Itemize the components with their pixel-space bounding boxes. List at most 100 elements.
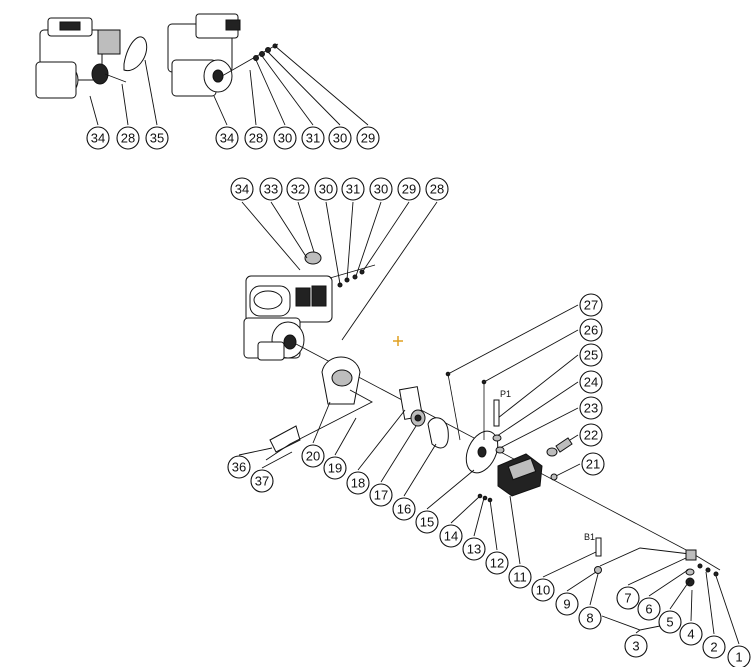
balloon-label: 30 <box>374 182 388 197</box>
balloon-label: 30 <box>319 182 333 197</box>
balloon-label: 5 <box>666 615 673 630</box>
balloon-circle <box>637 597 661 621</box>
balloon-label: 35 <box>150 131 164 146</box>
balloon-32: 32 <box>286 177 310 201</box>
balloon-22: 22 <box>579 423 603 447</box>
balloon-circle <box>702 635 726 659</box>
balloon-label: 37 <box>255 474 269 489</box>
balloon-label: 30 <box>333 131 347 146</box>
balloon-28: 28 <box>244 126 268 150</box>
balloon-circle <box>578 606 602 630</box>
balloon-2: 2 <box>702 635 726 659</box>
balloon-circle <box>425 177 449 201</box>
balloon-label: 29 <box>402 182 416 197</box>
pin-p1: P1 <box>493 389 511 427</box>
balloon-30: 30 <box>314 177 338 201</box>
balloon-label: 19 <box>328 461 342 476</box>
balloon-19: 19 <box>323 456 347 480</box>
balloon-label: 24 <box>584 375 598 390</box>
pin-b1: B1 <box>584 532 602 557</box>
balloon-circle <box>346 471 370 495</box>
balloon-30: 30 <box>328 126 352 150</box>
balloon-circle <box>579 396 603 420</box>
balloon-26: 26 <box>579 318 603 342</box>
balloon-label: 12 <box>490 556 504 571</box>
belt-guard-20 <box>321 356 361 405</box>
balloon-circle <box>227 455 251 479</box>
balloon-label: 31 <box>306 131 320 146</box>
base-plate-36-37 <box>265 389 373 461</box>
top-engine-2 <box>167 13 279 97</box>
balloon-27: 27 <box>579 293 603 317</box>
balloon-label: 11 <box>513 570 527 585</box>
balloon-label: 14 <box>444 529 458 544</box>
balloon-label: 7 <box>624 591 631 606</box>
balloon-label: 17 <box>374 488 388 503</box>
balloon-circle <box>215 126 239 150</box>
balloon-label: 10 <box>536 583 550 598</box>
balloon-label: 15 <box>420 515 434 530</box>
pulley-17 <box>410 409 426 427</box>
balloon-label: 29 <box>361 131 375 146</box>
balloon-circle <box>250 469 274 493</box>
balloon-7: 7 <box>616 586 640 610</box>
balloon-label: 2 <box>710 640 717 655</box>
balloon-label: 34 <box>235 182 249 197</box>
balloon-3: 3 <box>624 634 648 658</box>
balloon-circle <box>579 343 603 367</box>
balloon-20: 20 <box>301 444 325 468</box>
balloon-circle <box>259 177 283 201</box>
balloon-24: 24 <box>579 370 603 394</box>
balloon-8: 8 <box>578 606 602 630</box>
balloon-circle <box>462 537 486 561</box>
balloon-15: 15 <box>415 510 439 534</box>
balloon-label: 6 <box>645 602 652 617</box>
balloon-label: 18 <box>351 476 365 491</box>
balloon-circle <box>485 551 509 575</box>
balloon-30: 30 <box>273 126 297 150</box>
balloon-circle <box>579 293 603 317</box>
balloon-circle <box>301 126 325 150</box>
callout-b1: B1 <box>584 532 595 542</box>
balloon-25: 25 <box>579 343 603 367</box>
balloon-label: 36 <box>232 460 246 475</box>
balloon-6: 6 <box>637 597 661 621</box>
main-engine <box>243 251 333 361</box>
balloon-circle <box>439 524 463 548</box>
balloon-label: 32 <box>291 182 305 197</box>
balloon-circle <box>145 126 169 150</box>
balloon-circle <box>369 177 393 201</box>
balloon-34: 34 <box>215 126 239 150</box>
balloon-37: 37 <box>250 469 274 493</box>
balloon-circle <box>581 452 605 476</box>
balloon-circle <box>341 177 365 201</box>
balloon-5: 5 <box>658 610 682 634</box>
balloon-label: 22 <box>584 428 598 443</box>
balloon-label: 25 <box>584 348 598 363</box>
balloon-23: 23 <box>579 396 603 420</box>
balloon-label: 34 <box>91 131 105 146</box>
balloon-31: 31 <box>301 126 325 150</box>
balloon-30: 30 <box>369 177 393 201</box>
balloon-label: 28 <box>121 131 135 146</box>
balloon-circle <box>244 126 268 150</box>
balloon-circle <box>273 126 297 150</box>
balloon-label: 1 <box>735 650 742 665</box>
balloon-11: 11 <box>508 565 532 589</box>
balloon-1: 1 <box>727 645 751 667</box>
balloon-13: 13 <box>462 537 486 561</box>
balloon-34: 34 <box>86 126 110 150</box>
balloon-circle <box>230 177 254 201</box>
balloon-label: 34 <box>220 131 234 146</box>
balloon-28: 28 <box>116 126 140 150</box>
balloon-10: 10 <box>531 578 555 602</box>
balloon-circle <box>508 565 532 589</box>
balloon-4: 4 <box>679 622 703 646</box>
balloon-circle <box>555 592 579 616</box>
belt-16 <box>427 417 449 449</box>
balloon-circle <box>579 370 603 394</box>
balloon-label: 9 <box>563 597 570 612</box>
balloon-circle <box>579 318 603 342</box>
